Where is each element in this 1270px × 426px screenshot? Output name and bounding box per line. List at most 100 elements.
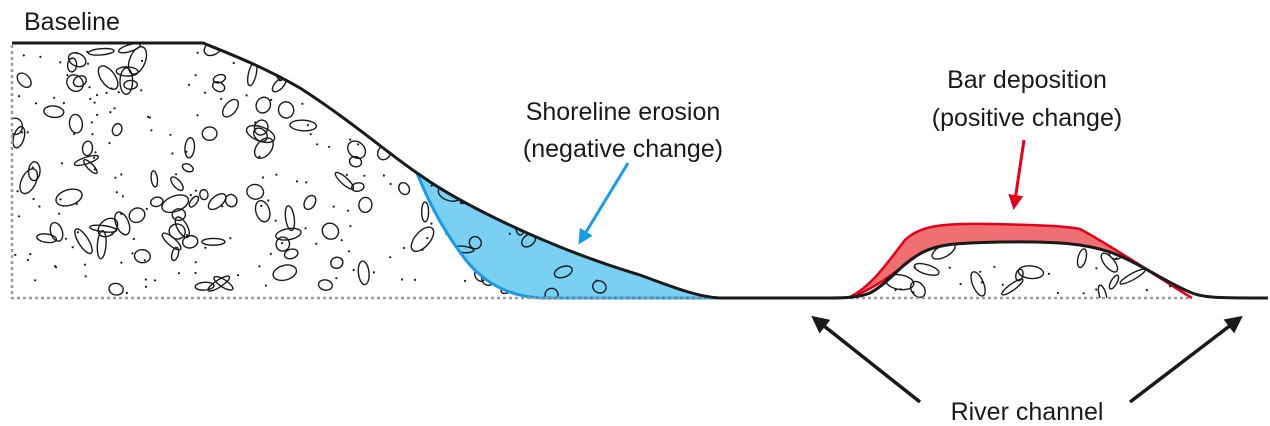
sand-grain <box>550 236 553 239</box>
sand-grain <box>1095 288 1098 291</box>
pebble <box>321 222 340 240</box>
sand-grain <box>269 252 272 255</box>
pebble <box>354 59 384 76</box>
sand-grain <box>188 83 191 86</box>
pebble <box>66 74 84 93</box>
pebble <box>647 178 672 192</box>
sand-grain <box>1188 255 1191 258</box>
pebble <box>626 221 639 233</box>
pebble <box>1108 274 1120 290</box>
sand-grain <box>703 208 706 211</box>
sand-grain <box>667 236 670 239</box>
sand-grain <box>692 184 695 187</box>
pebble <box>275 227 302 241</box>
sand-grain <box>615 247 618 250</box>
pebble <box>685 246 699 278</box>
pebble <box>133 248 151 264</box>
pebble <box>12 117 24 136</box>
sand-grain <box>413 278 417 281</box>
pebble <box>410 226 435 253</box>
sand-grain <box>648 220 651 224</box>
pebble <box>171 208 187 222</box>
pebble <box>350 46 371 65</box>
sand-grain <box>554 210 558 213</box>
sand-grain <box>692 85 695 88</box>
pebble <box>701 204 716 219</box>
sand-grain <box>316 143 319 146</box>
sand-grain <box>304 227 307 230</box>
sand-grain <box>595 195 598 199</box>
sand-grain <box>525 73 528 76</box>
sand-grain <box>14 253 17 256</box>
pebble <box>277 101 295 119</box>
sand-grain <box>654 219 657 222</box>
sand-grain <box>91 133 94 136</box>
sand-grain <box>445 107 448 110</box>
pebble <box>308 57 337 76</box>
pebble <box>348 155 363 168</box>
sand-grain <box>17 95 21 98</box>
pebble <box>576 178 594 196</box>
sand-grain <box>634 58 637 61</box>
pebble <box>19 168 39 195</box>
sand-grain <box>605 209 609 212</box>
pebble <box>83 159 98 175</box>
sand-grain <box>204 91 207 94</box>
sand-grain <box>148 116 151 119</box>
sand-grain <box>980 281 984 284</box>
sand-grain <box>258 155 261 158</box>
sand-grain <box>145 207 148 210</box>
sand-grain <box>507 157 511 161</box>
sand-grain <box>196 51 199 54</box>
sand-grain <box>75 202 78 205</box>
sand-grain <box>131 252 134 255</box>
sand-grain <box>677 128 680 131</box>
sand-grain <box>389 256 392 259</box>
sand-grain <box>595 279 598 282</box>
sand-grain <box>261 176 265 179</box>
sand-grain <box>71 246 74 249</box>
sand-grain <box>993 265 996 268</box>
sand-grain <box>94 151 97 154</box>
sand-grain <box>153 279 157 282</box>
sand-grain <box>245 94 248 97</box>
pebble <box>592 220 607 246</box>
sand-grain <box>1141 258 1144 261</box>
pebble <box>667 203 686 218</box>
sand-grain <box>577 79 580 82</box>
sand-grain <box>143 259 146 262</box>
pebble <box>55 188 83 207</box>
pebble <box>669 61 681 79</box>
sand-grain <box>306 124 309 127</box>
sand-grain <box>196 114 199 117</box>
sand-grain <box>382 174 385 177</box>
sand-grain <box>54 265 57 268</box>
pebble <box>970 271 986 297</box>
sand-grain <box>653 219 656 222</box>
pebble <box>203 43 223 57</box>
sand-grain <box>454 105 457 108</box>
sand-grain <box>681 264 684 268</box>
sand-grain <box>60 162 64 165</box>
pebble <box>1100 252 1119 273</box>
sand-grain <box>501 52 504 55</box>
sand-grain <box>171 152 174 155</box>
pebble <box>81 140 94 157</box>
sand-grain <box>141 59 144 63</box>
sand-grain <box>89 97 92 100</box>
sand-grain <box>340 239 343 242</box>
sand-grain <box>58 212 61 215</box>
sand-grain <box>389 182 392 186</box>
sand-grain <box>411 92 414 95</box>
pebble <box>108 282 124 296</box>
sand-grain <box>630 197 633 200</box>
pebble <box>468 235 482 250</box>
sand-grain <box>274 219 277 222</box>
pebble <box>1001 278 1024 296</box>
sand-grain <box>1047 272 1050 275</box>
sand-grain <box>360 113 363 116</box>
sand-grain <box>295 180 299 183</box>
pebble <box>678 236 704 256</box>
sand-grain <box>1115 257 1118 260</box>
